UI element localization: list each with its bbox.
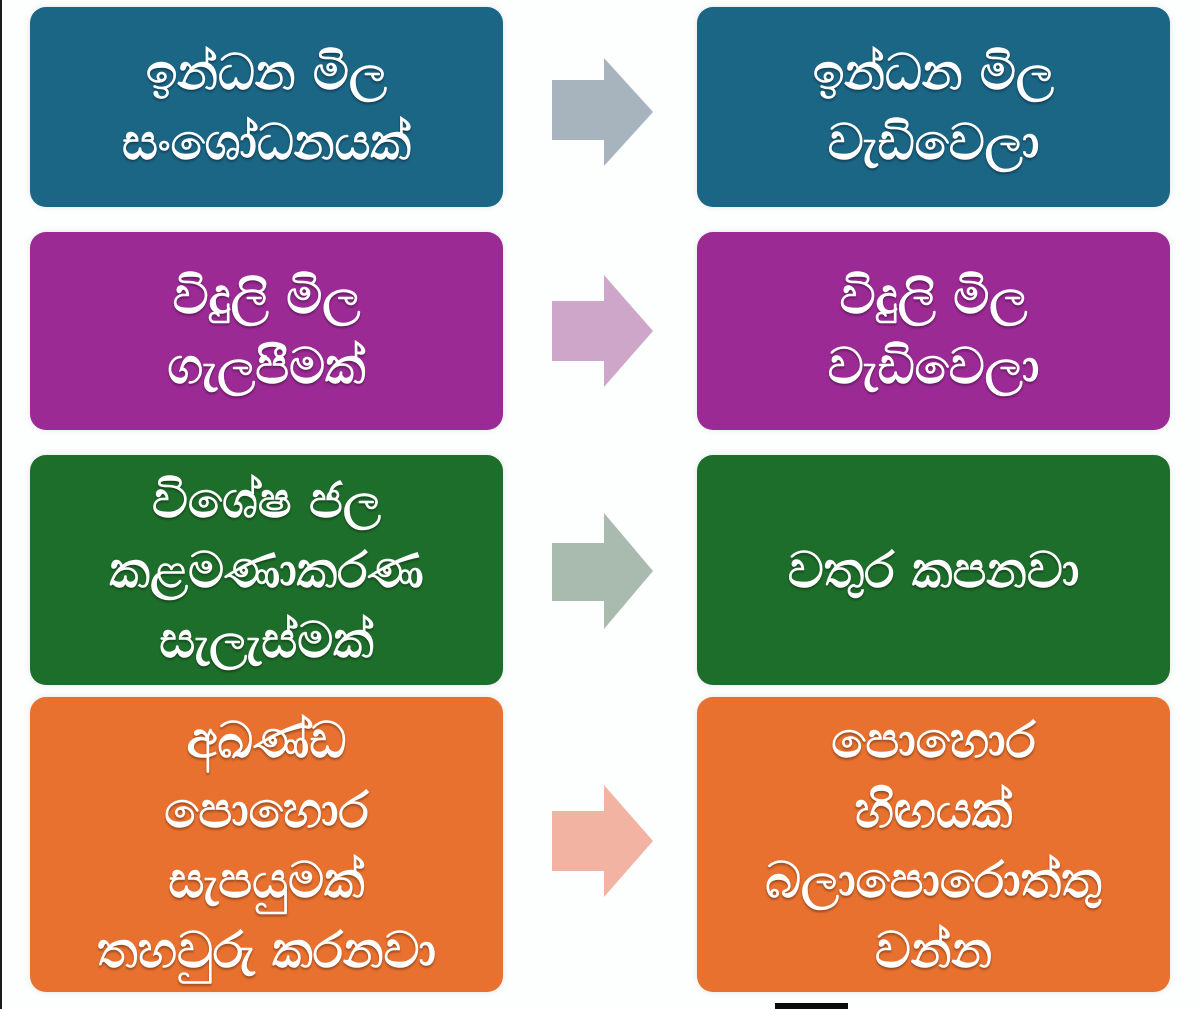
fertilizer-cause-line-4: තහවුරු කරනවා — [97, 920, 436, 979]
arrow-right-icon — [552, 785, 653, 897]
water-cause-line-2: කළමණාකරණ — [109, 541, 424, 599]
fertilizer-effect-box: පොහොර හිඟයක් බලාපොරොත්තු වන්න — [697, 697, 1170, 992]
fertilizer-effect-line-4: වන්න — [874, 920, 993, 979]
electricity-effect-line-2: වැඩිවෙලා — [827, 337, 1040, 395]
left-border-edge — [0, 0, 2, 1009]
fertilizer-cause-box: අඛණ්ඩ පොහොර සැපයුමක් තහවුරු කරනවා — [30, 697, 503, 992]
electricity-cause-line-1: විදුලි මිල — [172, 267, 361, 325]
arrow-right-icon — [552, 513, 653, 629]
fuel-cause-line-2: සංශෝධනයක් — [121, 113, 412, 171]
water-cause-line-1: විශේෂ ජල — [151, 471, 381, 529]
electricity-cause-line-2: ගැලපීමක් — [167, 337, 366, 395]
bottom-black-bar — [775, 1003, 848, 1009]
fertilizer-cause-line-2: පොහොර — [164, 780, 369, 839]
fertilizer-cause-line-1: අඛණ්ඩ — [186, 710, 347, 769]
fuel-effect-line-1: ඉන්ධන මිල — [812, 43, 1055, 101]
water-effect-box: වතුර කපනවා — [697, 455, 1170, 685]
fuel-cause-box: ඉන්ධන මිල සංශෝධනයක් — [30, 7, 503, 207]
arrow-right-icon — [552, 58, 653, 168]
water-cause-line-3: සැලැස්මක් — [159, 611, 374, 669]
electricity-effect-box: විදුලි මිල වැඩිවෙලා — [697, 232, 1170, 430]
electricity-effect-line-1: විදුලි මිල — [839, 267, 1028, 325]
electricity-cause-box: විදුලි මිල ගැලපීමක් — [30, 232, 503, 430]
arrow-right-icon — [552, 275, 653, 387]
fuel-cause-line-1: ඉන්ධන මිල — [145, 43, 388, 101]
fuel-effect-line-2: වැඩිවෙලා — [827, 113, 1040, 171]
water-cause-box: විශේෂ ජල කළමණාකරණ සැලැස්මක් — [30, 455, 503, 685]
fertilizer-effect-line-2: හිඟයක් — [854, 780, 1013, 839]
fertilizer-effect-line-1: පොහොර — [831, 710, 1036, 769]
water-effect-line-1: වතුර කපනවා — [787, 541, 1080, 599]
fertilizer-cause-line-3: සැපයුමක් — [168, 850, 365, 909]
fertilizer-effect-line-3: බලාපොරොත්තු — [765, 850, 1102, 909]
fuel-effect-box: ඉන්ධන මිල වැඩිවෙලා — [697, 7, 1170, 207]
